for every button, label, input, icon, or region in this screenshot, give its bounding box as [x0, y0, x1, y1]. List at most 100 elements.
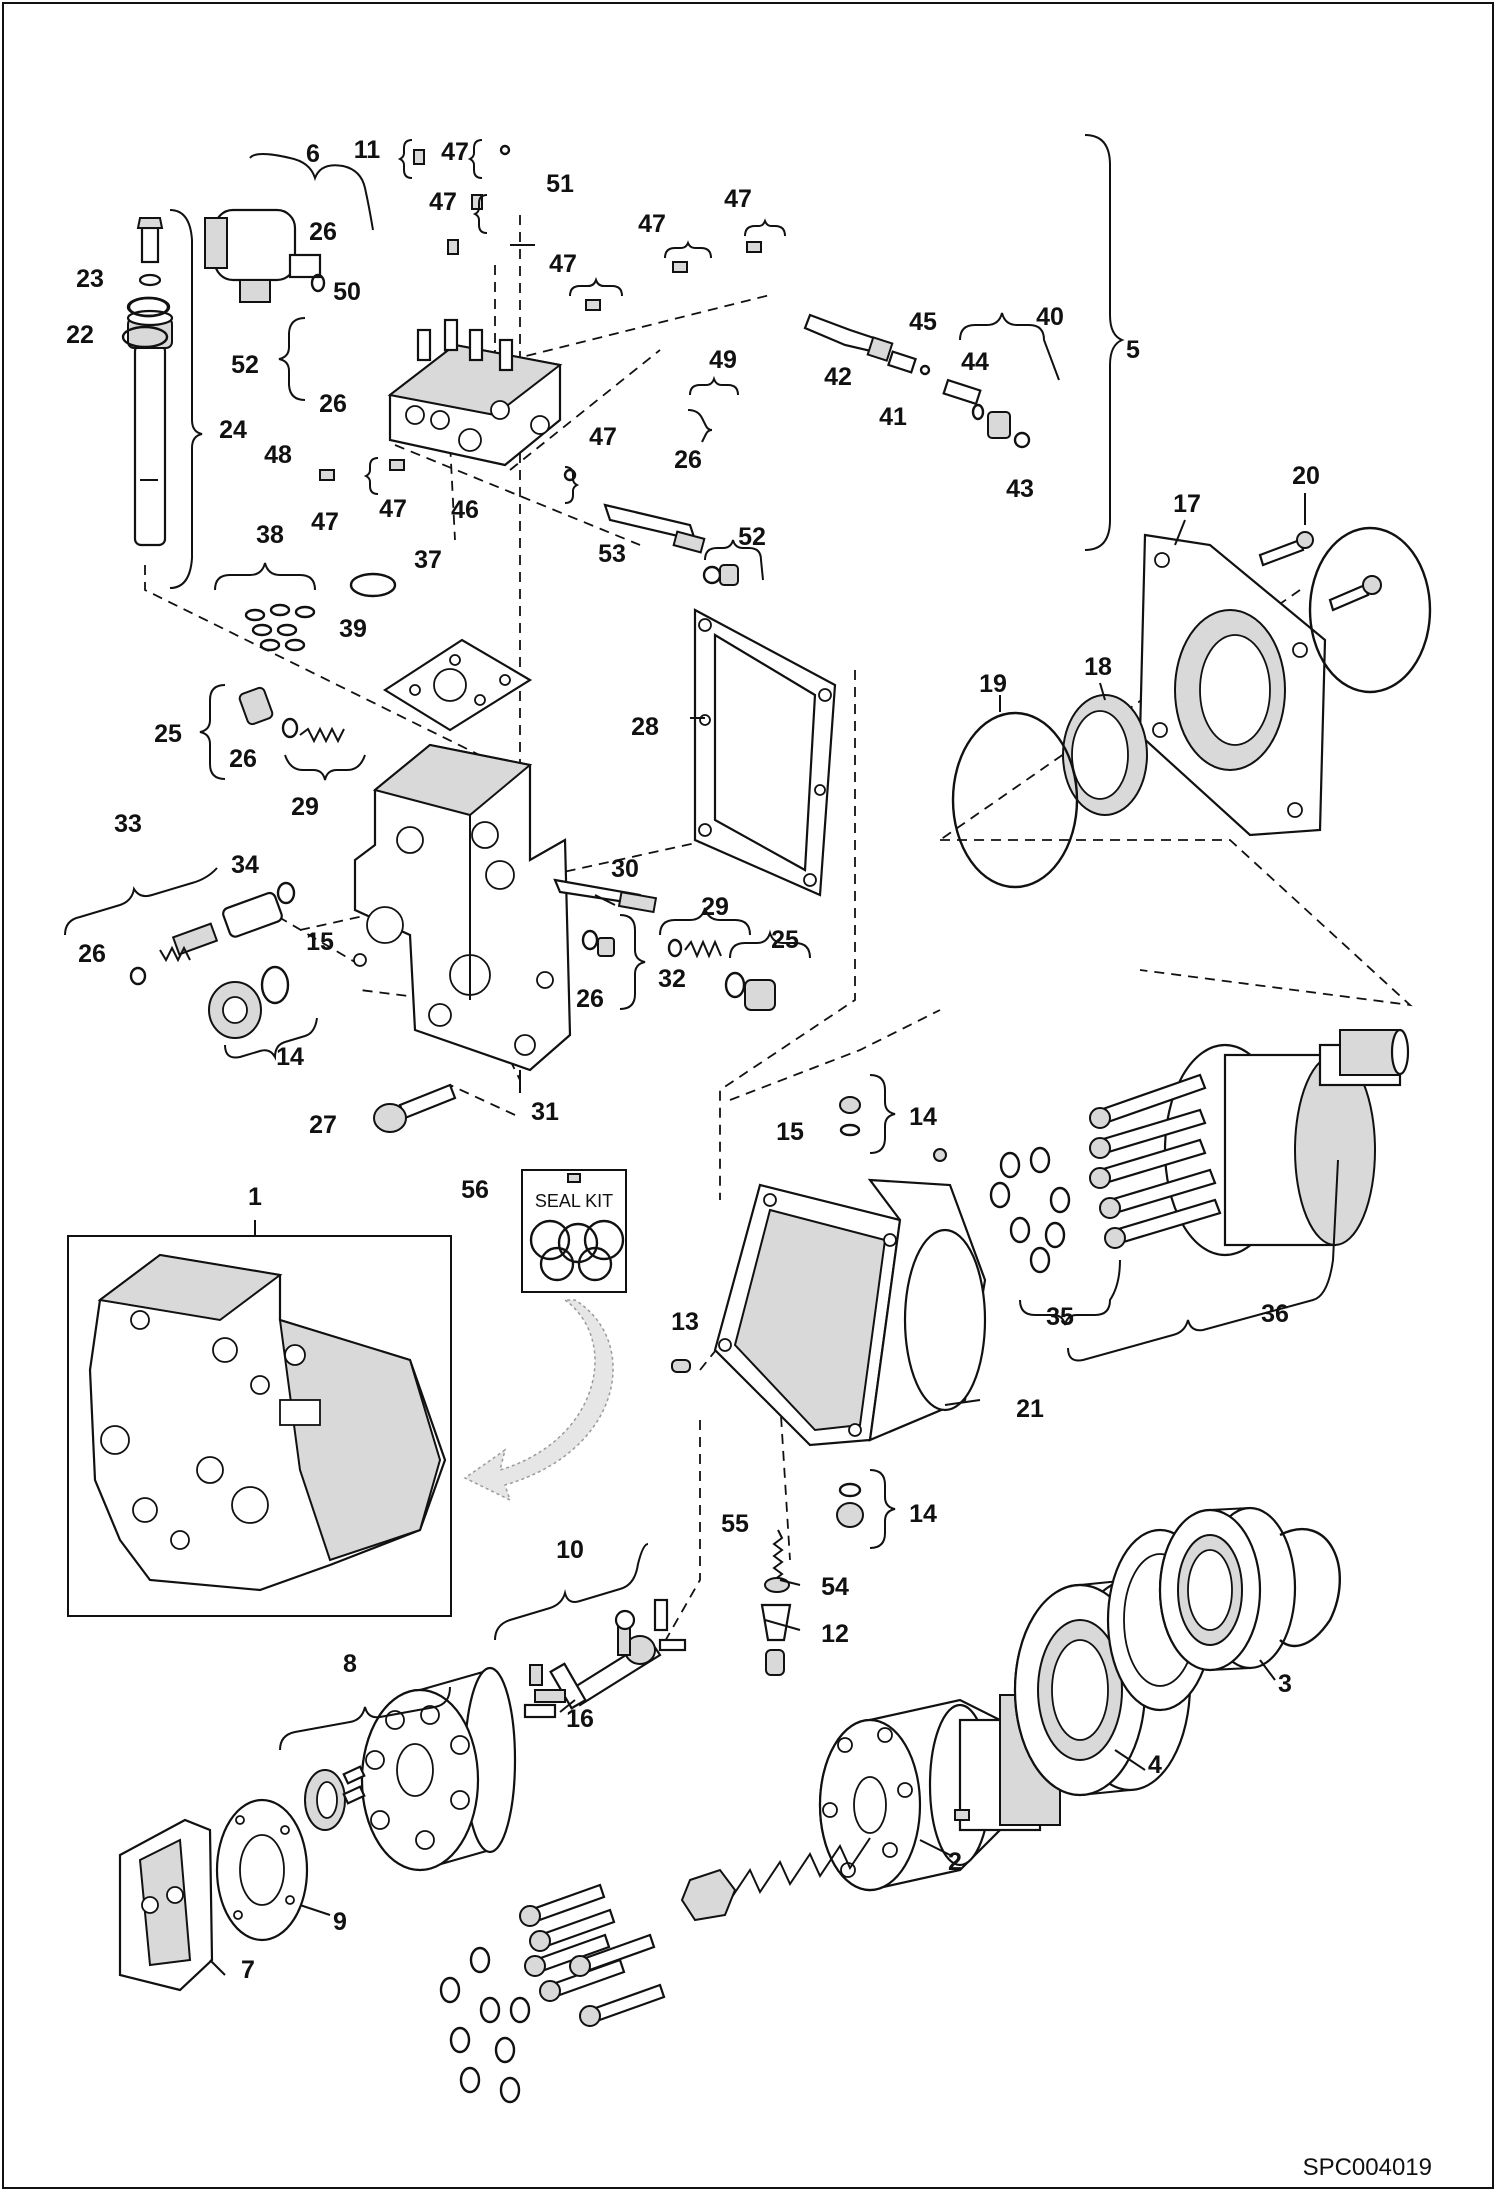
callout-39: 39 [339, 615, 367, 643]
part-lower-oring-set [439, 1946, 531, 2104]
part-38-oring-set [244, 603, 316, 652]
callout-27: 27 [309, 1111, 337, 1139]
callout-10: 10 [556, 1536, 584, 1564]
inset-assembled-unit [67, 1235, 452, 1617]
part-snap-ring [1279, 1528, 1341, 1648]
part-7-end-plate [118, 1818, 214, 1992]
callout-22: 22 [66, 321, 94, 349]
callout-15-repeat: 15 [306, 928, 334, 956]
callout-47-repeat: 47 [379, 495, 407, 523]
callout-26-repeat: 26 [319, 390, 347, 418]
callout-32: 32 [658, 965, 686, 993]
part-9-valve-plate [215, 1798, 309, 1942]
callout-18: 18 [1084, 653, 1112, 681]
part-20-bolts [1258, 531, 1382, 612]
callout-50: 50 [333, 278, 361, 306]
callout-51: 51 [546, 170, 574, 198]
part-21-housing [713, 1178, 987, 1447]
callout-20: 20 [1292, 462, 1320, 490]
brace-group [64, 134, 1339, 1751]
callout-37: 37 [414, 546, 442, 574]
callout-54: 54 [821, 1573, 849, 1601]
part-31-control-block [353, 743, 572, 1072]
part-36-piston-bolts [1089, 1073, 1222, 1249]
callout-28: 28 [631, 713, 659, 741]
callout-38: 38 [256, 521, 284, 549]
callout-34: 34 [231, 851, 259, 879]
part-13-pin [671, 1359, 691, 1373]
callout-17: 17 [1173, 490, 1201, 518]
callout-26: 26 [309, 218, 337, 246]
callout-48: 48 [264, 441, 292, 469]
callout-4: 4 [1148, 1751, 1162, 1779]
callout-14: 14 [909, 1103, 937, 1131]
callout-25-repeat: 25 [771, 926, 799, 954]
part-24-stem [121, 217, 174, 547]
callout-12: 12 [821, 1620, 849, 1648]
callout-36: 36 [1261, 1300, 1289, 1328]
part-25-plug-right [667, 938, 776, 1011]
callout-47-repeat: 47 [549, 250, 577, 278]
part-housing-plug [933, 1148, 947, 1162]
part-37-oring [349, 572, 397, 598]
callout-26-repeat: 26 [229, 745, 257, 773]
part-14-plug-left [208, 965, 290, 1039]
callout-45: 45 [909, 308, 937, 336]
callout-52-repeat: 52 [738, 523, 766, 551]
part-55-spring-pin [772, 1529, 784, 1589]
callout-35: 35 [1046, 1303, 1074, 1331]
callout-9: 9 [333, 1908, 347, 1936]
part-needle-bearing [304, 1765, 366, 1831]
part-53-spool [603, 503, 739, 586]
arrow-seal-kit-to-unit [463, 1299, 614, 1502]
callout-3: 3 [1278, 1670, 1292, 1698]
callout-52: 52 [231, 351, 259, 379]
callout-47-repeat: 47 [311, 508, 339, 536]
callout-repeats: 47 47 47 47 47 47 47 26 26 26 26 26 52 2… [78, 185, 937, 1528]
callout-19: 19 [979, 670, 1007, 698]
callout-6: 6 [306, 140, 320, 168]
callout-26-repeat: 26 [78, 940, 106, 968]
callout-23: 23 [76, 265, 104, 293]
part-8-cylinder-block [360, 1666, 517, 1872]
part-18-seal [1062, 694, 1148, 816]
callout-47: 47 [441, 138, 469, 166]
callout-47-repeat: 47 [589, 423, 617, 451]
callout-29: 29 [291, 793, 319, 821]
part-14-plug-bottom [836, 1482, 864, 1528]
part-39-gasket [382, 638, 533, 732]
part-27-bolt [373, 1083, 457, 1133]
part-36-rotating-group [1163, 1028, 1410, 1257]
callout-21: 21 [1016, 1395, 1044, 1423]
callout-47-repeat: 47 [724, 185, 752, 213]
callout-14-repeat: 14 [909, 1500, 937, 1528]
callout-42: 42 [824, 363, 852, 391]
part-46-valve-body [387, 318, 563, 467]
callout-49: 49 [709, 346, 737, 374]
part-25-plug-upper [238, 686, 345, 744]
part-19-oring [951, 711, 1079, 889]
callout-labels: 1 2 3 4 5 6 7 8 9 10 11 12 13 14 15 16 1… [66, 136, 1320, 1984]
callout-7: 7 [241, 1956, 255, 1984]
callout-15: 15 [776, 1118, 804, 1146]
leader-lines [209, 244, 1306, 1976]
callout-29-repeat: 29 [701, 893, 729, 921]
callout-16: 16 [566, 1705, 594, 1733]
part-12-plug [760, 1603, 792, 1676]
callout-13: 13 [671, 1308, 699, 1336]
part-30-rod [553, 878, 658, 957]
part-47-plugs [319, 144, 762, 482]
callout-53: 53 [598, 540, 626, 568]
callout-2: 2 [948, 1848, 962, 1876]
callout-33: 33 [114, 810, 142, 838]
callout-46: 46 [451, 496, 479, 524]
seal-kit-label: SEAL KIT [535, 1191, 613, 1211]
callout-8: 8 [343, 1650, 357, 1678]
callout-47-repeat: 47 [638, 210, 666, 238]
part-22-23-rings [127, 296, 171, 318]
callout-40: 40 [1036, 303, 1064, 331]
callout-31: 31 [531, 1098, 559, 1126]
callout-14-repeat: 14 [276, 1043, 304, 1071]
part-14-plug-top [839, 1096, 861, 1137]
